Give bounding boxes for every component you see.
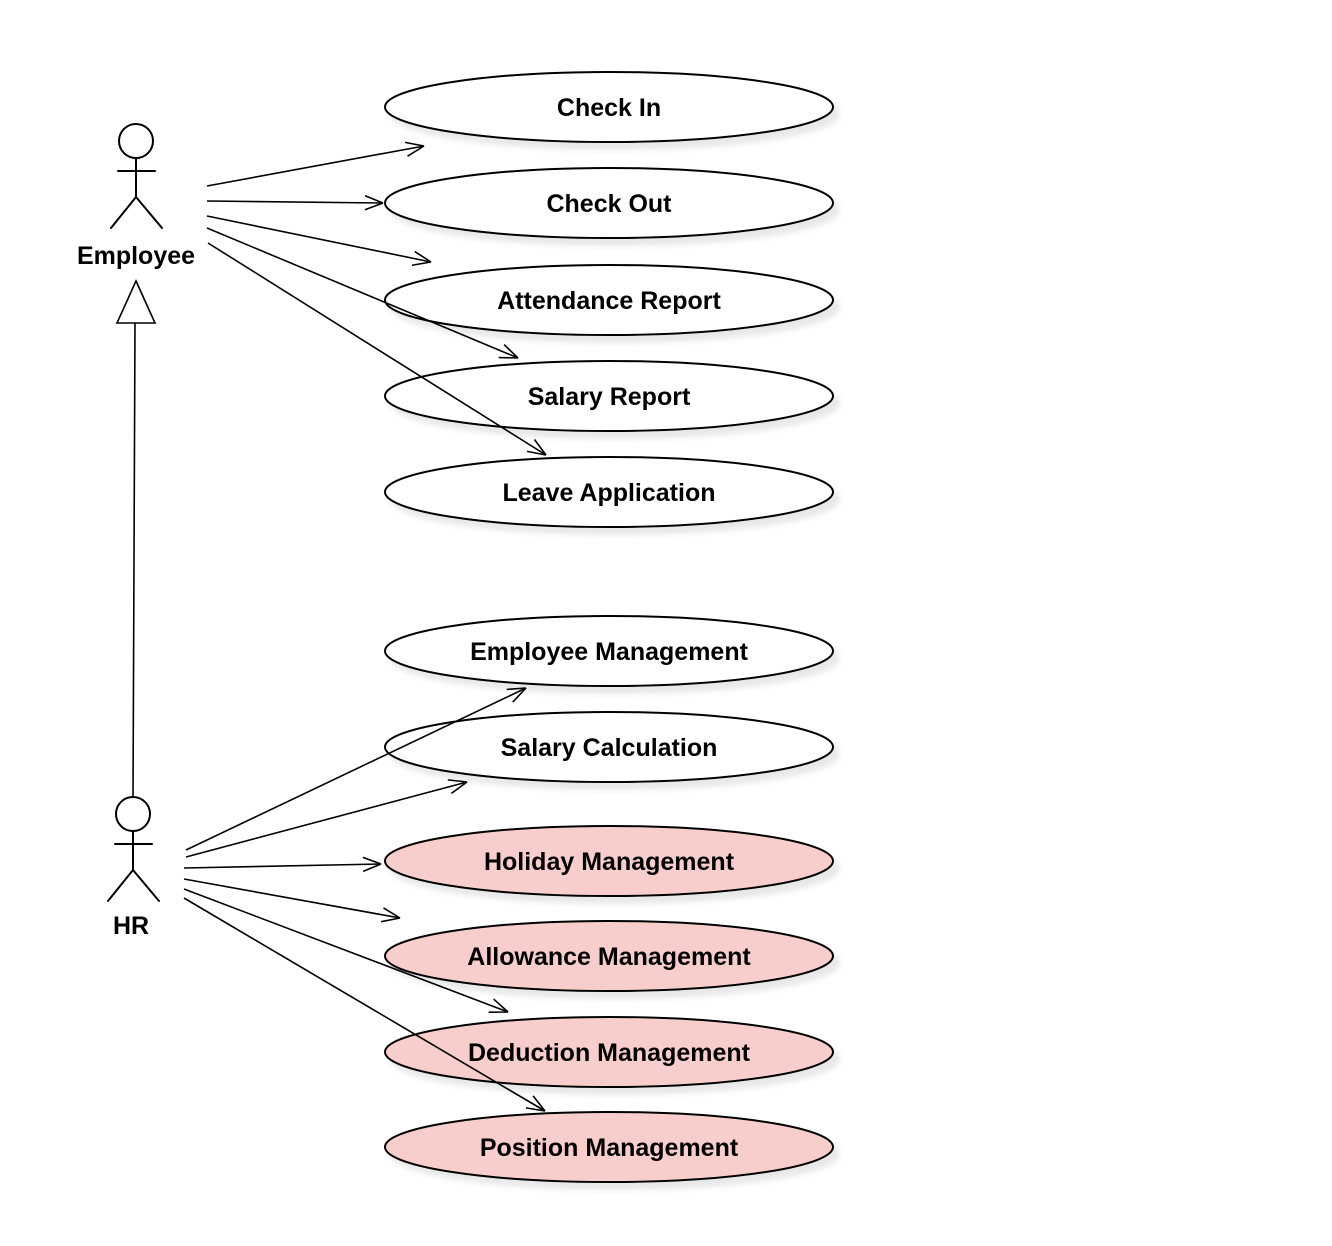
use-case-label-employee-management: Employee Management — [470, 638, 749, 666]
association-hr-salary-calculation[interactable] — [185, 779, 468, 858]
actor-right-leg-icon — [135, 196, 163, 229]
use-case-label-check-in: Check In — [557, 94, 661, 122]
use-case-salary-calculation[interactable] — [384, 711, 834, 783]
use-case-employee-management[interactable] — [384, 615, 834, 687]
use-case-label-check-out: Check Out — [546, 190, 672, 218]
association-hr-deduction-management[interactable] — [183, 888, 509, 1013]
association-hr-allowance-management[interactable] — [183, 878, 401, 923]
use-case-salary-report[interactable] — [384, 360, 834, 432]
use-case-label-leave-application: Leave Application — [502, 479, 715, 507]
association-employee-check-in[interactable] — [206, 141, 425, 187]
use-case-holiday-management[interactable] — [384, 825, 834, 897]
use-case-allowance-management[interactable] — [384, 920, 834, 992]
use-case-attendance-report[interactable] — [384, 264, 834, 336]
use-case-label-deduction-management: Deduction Management — [468, 1039, 751, 1067]
use-case-label-allowance-management: Allowance Management — [467, 943, 751, 971]
actor-left-leg-icon — [110, 196, 137, 229]
use-case-label-holiday-management: Holiday Management — [484, 848, 735, 876]
use-case-position-management[interactable] — [384, 1111, 834, 1183]
actor-head-icon — [118, 123, 154, 159]
use-case-label-position-management: Position Management — [480, 1134, 739, 1162]
actor-label-hr: HR — [113, 912, 149, 940]
actor-employee[interactable]: Employee — [77, 123, 195, 270]
use-case-label-salary-calculation: Salary Calculation — [501, 734, 718, 762]
actor-hr[interactable]: HR — [107, 796, 160, 940]
actor-right-leg-icon — [132, 869, 160, 902]
use-case-label-attendance-report: Attendance Report — [497, 287, 721, 315]
association-hr-position-management[interactable] — [183, 897, 546, 1112]
use-case-leave-application[interactable] — [384, 456, 834, 528]
generalization-hr-employee[interactable] — [132, 322, 136, 798]
generalization-arrowhead-icon — [115, 279, 157, 324]
use-case-deduction-management[interactable] — [384, 1016, 834, 1088]
actor-label-employee: Employee — [77, 242, 195, 270]
use-case-label-salary-report: Salary Report — [528, 383, 691, 411]
association-hr-employee-management[interactable] — [185, 687, 527, 851]
association-employee-check-out[interactable] — [206, 195, 384, 211]
use-case-check-in[interactable] — [384, 71, 834, 143]
actor-left-leg-icon — [107, 869, 134, 902]
edges-layer — [115, 141, 547, 1112]
use-case-check-out[interactable] — [384, 167, 834, 239]
association-employee-leave-application[interactable] — [207, 242, 547, 456]
association-employee-attendance-report[interactable] — [206, 215, 432, 267]
actor-head-icon — [115, 796, 151, 832]
association-hr-holiday-management[interactable] — [183, 856, 382, 873]
association-employee-salary-report[interactable] — [206, 227, 519, 359]
